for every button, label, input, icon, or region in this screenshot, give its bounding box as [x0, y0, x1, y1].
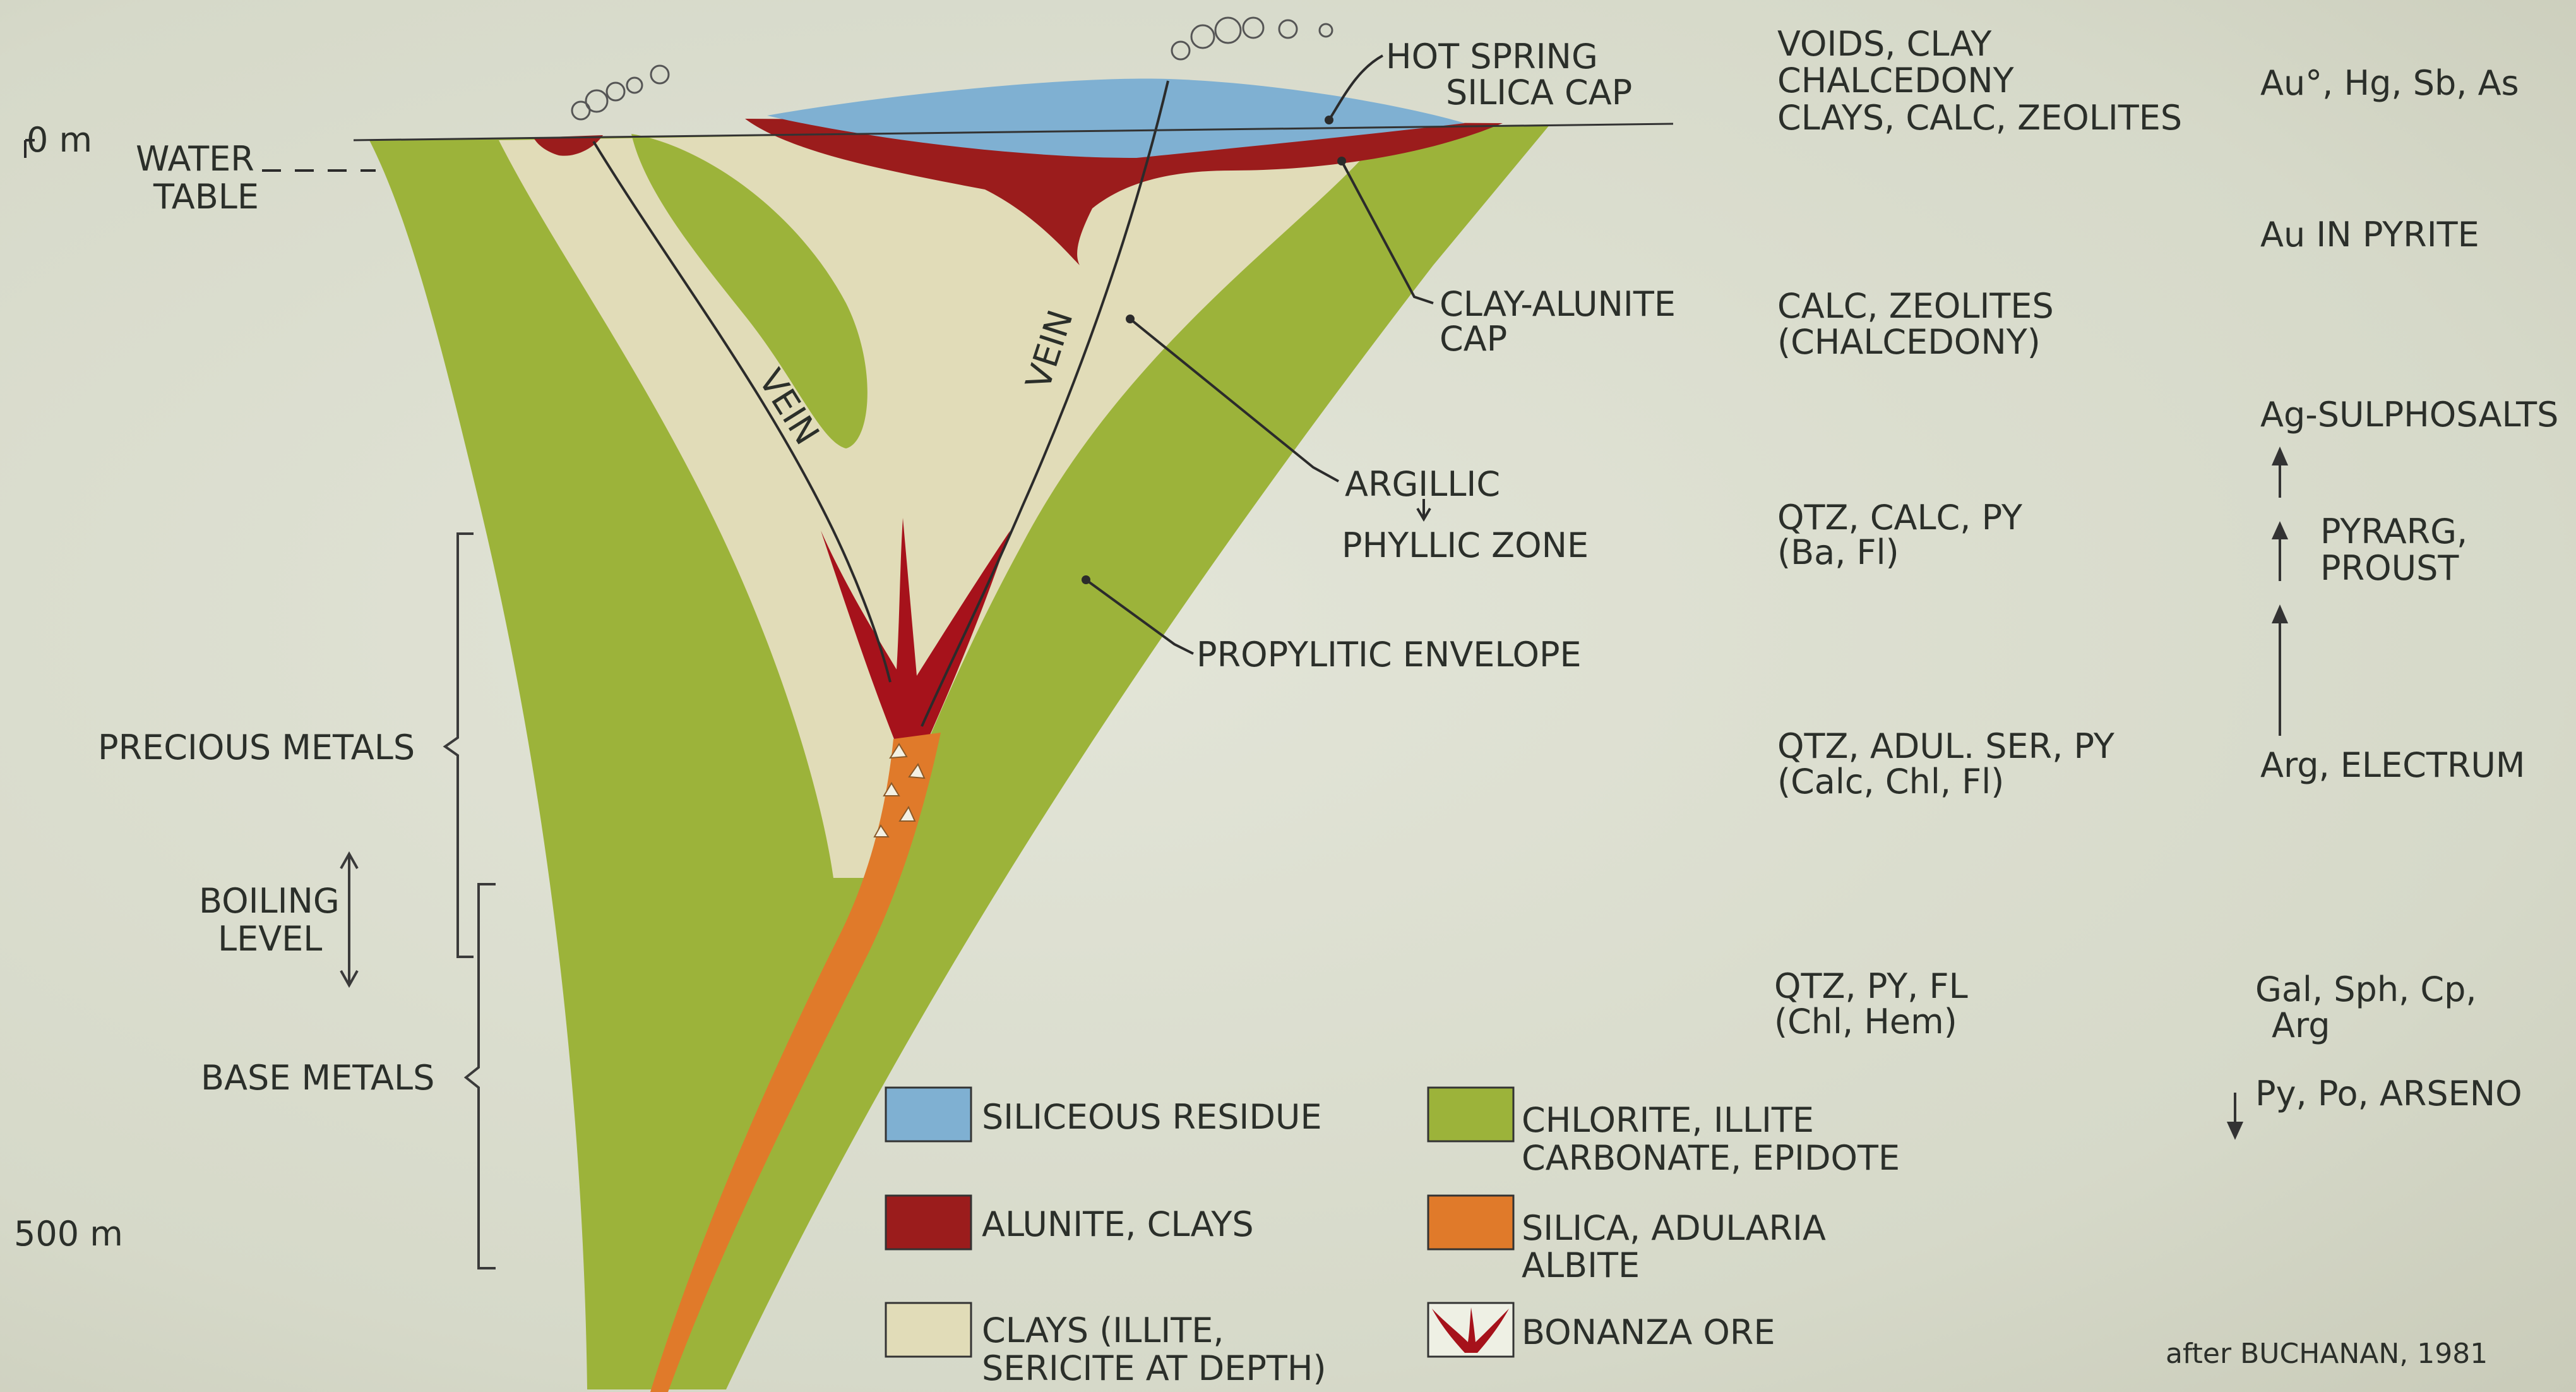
metals-pyrarg-2: PROUST	[2320, 548, 2459, 588]
legend-swatch-silica	[1428, 1196, 1513, 1249]
metals-py-po: Py, Po, ARSENO	[2255, 1074, 2522, 1113]
minerals-1-line-3: CLAYS, CALC, ZEOLITES	[1777, 98, 2182, 138]
legend-swatch-siliceous	[886, 1088, 971, 1141]
depth-0m: 0 m	[27, 120, 92, 160]
minerals-3-line-1: QTZ, CALC, PY	[1777, 498, 2023, 537]
legend-label-alunite: ALUNITE, CLAYS	[982, 1204, 1254, 1244]
minerals-2-line-1: CALC, ZEOLITES	[1777, 286, 2054, 326]
metals-au-pyrite: Au IN PYRITE	[2260, 215, 2479, 255]
phyllic-label: PHYLLIC ZONE	[1342, 525, 1589, 565]
legend-swatch-clays	[886, 1303, 971, 1357]
legend-swatch-chlorite	[1428, 1088, 1513, 1141]
clay-alunite-label-1: CLAY-ALUNITE	[1440, 284, 1676, 324]
minerals-5-line-2: (Chl, Hem)	[1774, 1002, 1957, 1041]
water-table-label-2: TABLE	[153, 177, 259, 217]
metals-gal-sph-2: Arg	[2272, 1005, 2330, 1045]
legend-label-silica-1: SILICA, ADULARIA	[1522, 1208, 1826, 1248]
legend-label-chlorite-1: CHLORITE, ILLITE	[1522, 1100, 1814, 1140]
hot-spring-label-2: SILICA CAP	[1446, 73, 1632, 112]
credit-text: after BUCHANAN, 1981	[2166, 1338, 2488, 1370]
minerals-1-line-1: VOIDS, CLAY	[1777, 24, 1992, 64]
minerals-4-line-1: QTZ, ADUL. SER, PY	[1777, 726, 2115, 766]
boiling-level-label-2: LEVEL	[218, 919, 322, 959]
water-table-label-1: WATER	[136, 139, 254, 179]
range-braces	[341, 534, 496, 1268]
minerals-1-line-2: CHALCEDONY	[1777, 61, 2015, 100]
boiling-level-label-1: BOILING	[199, 881, 340, 921]
legend-label-silica-2: ALBITE	[1522, 1245, 1640, 1285]
metals-gal-sph-1: Gal, Sph, Cp,	[2255, 969, 2477, 1009]
argillic-label: ARGILLIC	[1345, 464, 1500, 504]
minerals-5-line-1: QTZ, PY, FL	[1774, 966, 1968, 1006]
metals-ag-sulphosalts: Ag-SULPHOSALTS	[2260, 395, 2558, 435]
legend-swatch-bonanza	[1428, 1303, 1513, 1357]
hot-spring-label-1: HOT SPRING	[1386, 37, 1598, 76]
clay-alunite-label-2: CAP	[1440, 319, 1507, 359]
cross-section	[354, 18, 1673, 1392]
base-metals-label: BASE METALS	[201, 1058, 434, 1098]
minerals-2-line-2: (CHALCEDONY)	[1777, 322, 2041, 362]
depth-500m: 500 m	[14, 1214, 123, 1254]
metals-pyrarg-1: PYRARG,	[2320, 512, 2467, 551]
precious-metals-label: PRECIOUS METALS	[98, 728, 415, 767]
legend-label-siliceous: SILICEOUS RESIDUE	[982, 1097, 1322, 1137]
legend-label-chlorite-2: CARBONATE, EPIDOTE	[1522, 1138, 1900, 1178]
minerals-3-line-2: (Ba, Fl)	[1777, 532, 1899, 572]
metals-arg-electrum: Arg, ELECTRUM	[2260, 745, 2525, 785]
metals-au-hg: Au°, Hg, Sb, As	[2260, 63, 2519, 103]
legend-label-clays-2: SERICITE AT DEPTH)	[982, 1348, 1327, 1388]
legend-swatch-alunite	[886, 1196, 971, 1249]
legend-label-clays-1: CLAYS (ILLITE,	[982, 1311, 1224, 1350]
legend-label-bonanza: BONANZA ORE	[1522, 1312, 1775, 1352]
minerals-4-line-2: (Calc, Chl, Fl)	[1777, 762, 2004, 801]
propylitic-label: PROPYLITIC ENVELOPE	[1196, 635, 1582, 675]
